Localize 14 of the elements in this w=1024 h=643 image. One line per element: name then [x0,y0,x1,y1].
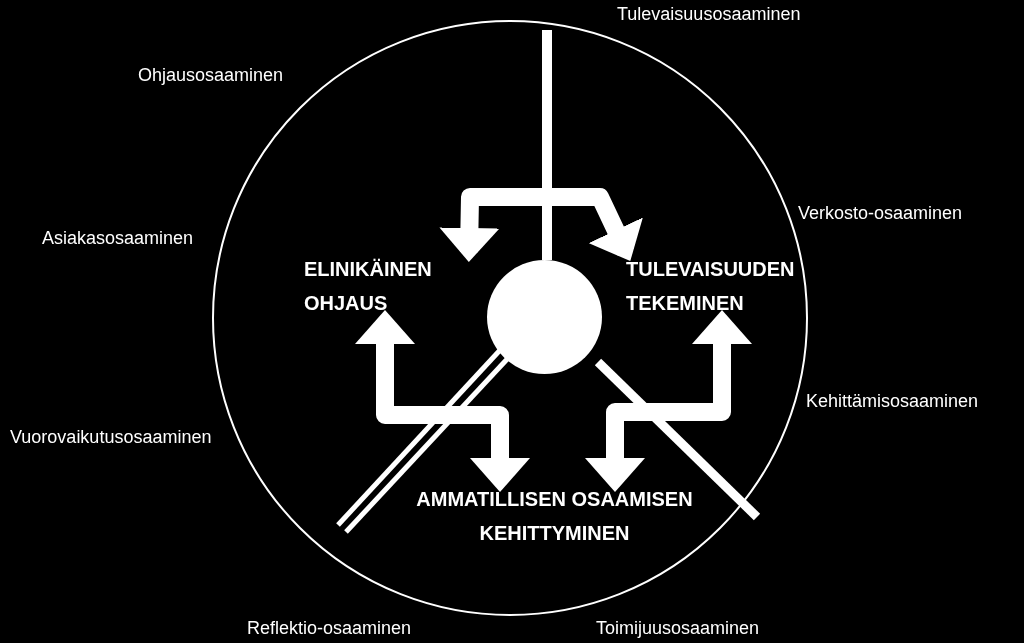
sector-heading: ELINIKÄINEN OHJAUS [304,252,469,320]
competence-label: Tulevaisuusosaaminen [617,4,801,25]
double-arrow [439,188,643,262]
competence-label: Asiakasosaaminen [42,228,194,249]
sector-heading: TULEVAISUUDEN TEKEMINEN [626,252,798,320]
sector-heading: AMMATILLISEN OSAAMISEN KEHITTYMINEN [382,482,727,550]
competence-label: Toimijuusosaaminen [596,618,760,639]
competence-label: Kehittämisosaaminen [806,391,979,412]
double-arrow [585,310,752,492]
competence-label: Vuorovaikutusosaaminen [10,427,212,448]
competence-label: Ohjausosaaminen [138,65,284,86]
competence-label: Reflektio-osaaminen [247,618,412,639]
competence-label: Verkosto-osaaminen [798,203,963,224]
double-arrow [355,310,530,492]
